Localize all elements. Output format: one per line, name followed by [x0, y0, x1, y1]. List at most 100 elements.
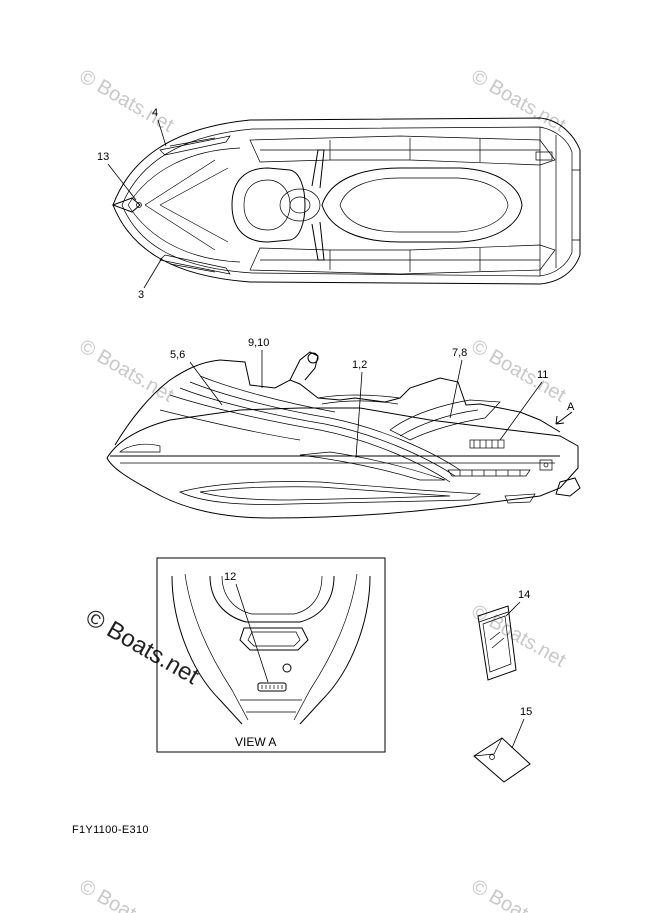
side-view	[106, 351, 581, 519]
footwell-mat-lower	[249, 244, 556, 275]
leader-12	[235, 583, 269, 683]
callout-7-8: 7,8	[452, 347, 467, 359]
view-a-step-plate-inner	[247, 631, 301, 647]
console-gauge	[243, 179, 291, 231]
seat-top	[321, 167, 523, 243]
watermark: © Boats.net	[76, 335, 178, 407]
seat-side	[317, 394, 401, 405]
watermark: © Boats.net	[76, 65, 178, 137]
watermark: © Boats.net	[76, 875, 178, 913]
leader-1-2	[355, 371, 363, 459]
item-15-envelope: 15	[473, 706, 532, 783]
decal-12-text	[261, 685, 283, 689]
callout-A: A	[567, 401, 575, 413]
callout-13: 13	[97, 151, 109, 163]
callout-3: 3	[138, 289, 144, 301]
stern-emblem	[535, 151, 553, 161]
pouch-window	[482, 615, 512, 673]
envelope-button	[489, 754, 495, 760]
hull-band-inner	[199, 486, 451, 501]
jet-nozzle	[555, 477, 581, 497]
bow-light	[136, 202, 142, 208]
callout-14: 14	[518, 589, 530, 601]
view-a-arrow	[555, 411, 573, 425]
handlebar-side	[289, 351, 319, 381]
bow-tip	[111, 197, 141, 213]
watermarks: © Boats.net © Boats.net © Boats.net © Bo…	[76, 65, 570, 913]
watermark: © Boats.net	[468, 875, 570, 913]
side-vents	[447, 469, 531, 477]
stern-hardware	[539, 459, 553, 471]
figure-code: F1Y1100-E310	[72, 824, 149, 836]
steering-hub	[279, 188, 321, 222]
leader-5-6	[189, 361, 223, 406]
side-view-callouts: 5,6 9,10 1,2 7,8 11 A	[170, 337, 575, 459]
pouch-seal	[478, 611, 509, 623]
stern-ladder	[572, 169, 580, 241]
view-a-ride-plate	[240, 699, 302, 713]
footwell-mat-upper	[249, 135, 556, 166]
handlebar-grip-lower	[311, 221, 325, 261]
top-view	[111, 117, 581, 285]
envelope-flap	[473, 737, 503, 757]
view-a-hull-right	[299, 575, 371, 725]
callout-11: 11	[537, 369, 548, 381]
bow-deck-lines	[127, 147, 241, 263]
view-a-hull-left-inner	[184, 573, 249, 721]
pouch-shine	[489, 631, 505, 649]
hull-inner-line-top	[121, 126, 573, 277]
watermark: © Boats.net	[468, 65, 570, 137]
decal-11-hatch-lines	[473, 440, 499, 448]
view-a-tow-hook	[282, 663, 292, 673]
view-a-stern-opening	[209, 575, 335, 623]
top-view-callouts: 4 13 3	[97, 107, 167, 301]
sponson	[504, 493, 536, 504]
callout-9-10: 9,10	[248, 337, 269, 349]
leader-3	[143, 257, 163, 289]
view-a-hull-right-inner	[293, 573, 358, 721]
bow-nose-detail	[119, 443, 161, 453]
view-a-label: VIEW A	[235, 735, 276, 749]
side-graphic-hull	[299, 451, 446, 481]
decal-top-side-left	[159, 135, 231, 156]
callout-12: 12	[224, 571, 236, 583]
handlebar-grip-upper	[311, 149, 325, 189]
watermark: © Boats.net	[468, 600, 570, 672]
decal-11-hatch	[469, 439, 505, 449]
decal-12	[257, 682, 287, 692]
leader-13	[107, 163, 137, 201]
view-a-stern-opening-inner	[221, 575, 323, 615]
side-graphic-stripes	[159, 375, 461, 483]
decal-top-side-right	[159, 254, 231, 275]
handlebar-console	[231, 167, 306, 243]
rear-graphic	[389, 399, 501, 441]
leader-11	[499, 381, 543, 441]
stern-bolt	[543, 462, 549, 468]
envelope-outline	[473, 737, 531, 783]
view-a-hull-left	[171, 575, 243, 725]
watermark-large: © Boats.net	[81, 604, 204, 690]
hull-band-outer	[179, 481, 482, 505]
view-a-frame	[156, 557, 386, 753]
hull-side-outline	[106, 407, 579, 519]
hull-outline-top	[112, 117, 581, 285]
leader-15	[511, 718, 525, 749]
callout-1-2: 1,2	[352, 359, 367, 371]
handlebar-knob	[307, 352, 319, 364]
stern-deck	[539, 127, 557, 276]
leader-14	[505, 601, 521, 617]
pouch-outline	[477, 605, 517, 681]
callout-4: 4	[152, 107, 158, 119]
leader-7-8	[449, 359, 463, 419]
leader-4	[157, 119, 167, 147]
view-a-panel: 12 VIEW A	[156, 557, 386, 753]
callout-15: 15	[520, 706, 532, 718]
steering-hub-inner	[289, 196, 311, 214]
view-a-step-plate	[239, 627, 309, 651]
watermark: © Boats.net	[468, 335, 570, 407]
item-14-pouch: 14	[477, 589, 530, 681]
callout-5-6: 5,6	[170, 349, 185, 361]
bow-deck-side	[114, 359, 561, 446]
seat-top-inner	[339, 177, 509, 233]
